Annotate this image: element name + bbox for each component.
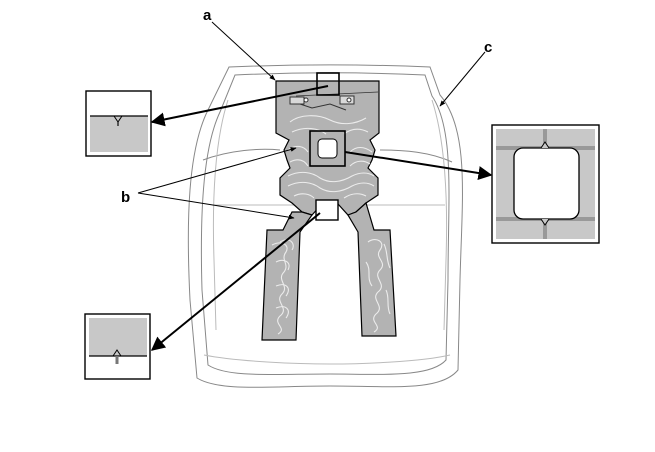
- heater-wire-pattern: [271, 115, 391, 335]
- label-c: c: [484, 39, 492, 56]
- leader-lines: [137, 21, 486, 220]
- arrow-icon: [150, 85, 329, 127]
- zoom-panel-center-opening: [491, 124, 600, 244]
- heater-right-leg: [347, 201, 397, 337]
- zoom-panel-top-slit: [85, 90, 152, 157]
- zoom-panel-bottom-slit: [84, 313, 151, 380]
- heater-left-leg: [261, 211, 313, 341]
- arrow-icon: [344, 151, 493, 180]
- zoom-source-bottom: [315, 199, 339, 221]
- heater-connector: [289, 91, 379, 111]
- arrow-icon: [150, 212, 321, 351]
- center-opening: [317, 138, 338, 159]
- zoom-source-top: [316, 72, 340, 96]
- label-a: a: [203, 7, 212, 24]
- zoom-source-center: [309, 130, 346, 167]
- label-b: b: [121, 189, 130, 206]
- seat-heater-element: [261, 72, 397, 341]
- callout-arrows: [150, 85, 493, 351]
